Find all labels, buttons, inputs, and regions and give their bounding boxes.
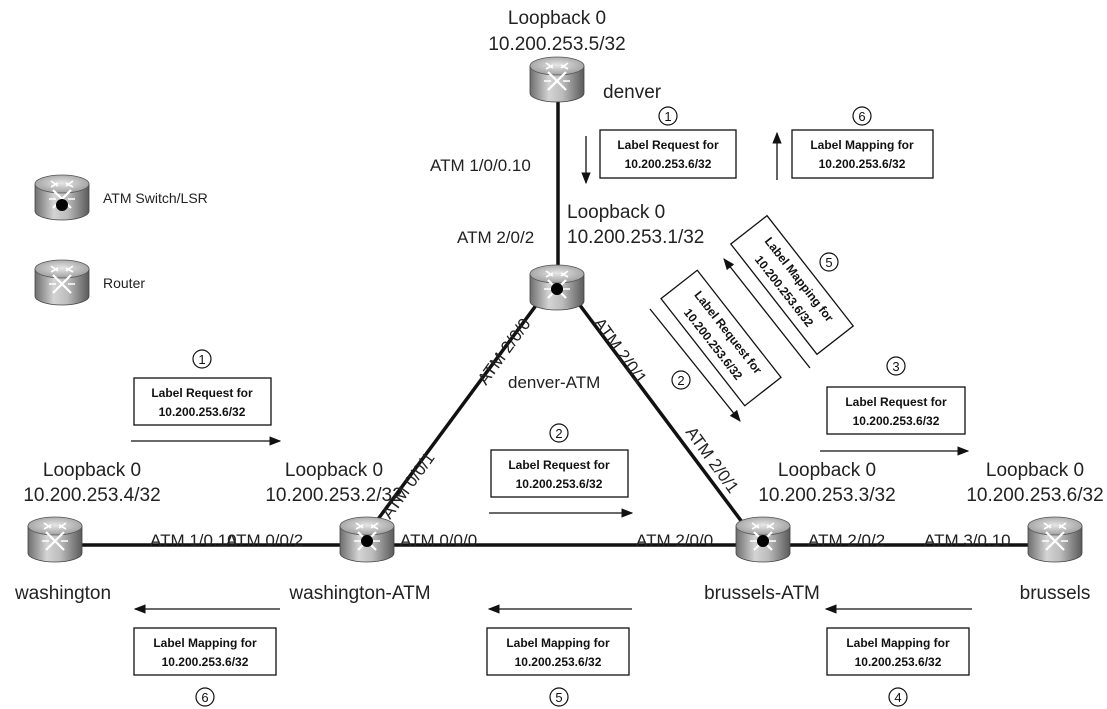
- interface-brussels-atm-right: ATM 2/0/2: [808, 531, 885, 550]
- box-mapping-brussels-atm: Label Mapping for 10.200.253.6/32: [486, 627, 630, 676]
- arrow-mapping-denver-atm: [723, 258, 811, 369]
- step-1-denver: 1: [658, 106, 678, 126]
- step-4-brussels: 4: [888, 687, 908, 707]
- step-4-brussels-text: 4: [894, 690, 901, 705]
- interface-washington-right: ATM 1/0.10: [150, 531, 237, 550]
- washington-atm-atm-switch-icon: [338, 515, 396, 564]
- step-1-denver-text: 1: [664, 109, 671, 124]
- washington-atm-address: 10.200.253.2/32: [265, 485, 402, 506]
- step-6-denver-text: 6: [858, 109, 865, 124]
- brussels-router-icon: [1026, 515, 1084, 564]
- step-1-washington-text: 1: [198, 352, 205, 367]
- box-mapping-denver-line2: 10.200.253.6/32: [819, 157, 906, 171]
- washington-atm-name: washington-ATM: [288, 583, 430, 604]
- box-mapping-denver: Label Mapping for 10.200.253.6/32: [791, 129, 934, 179]
- box-mapping-washington-atm-line1: Label Mapping for: [153, 636, 257, 650]
- box-mapping-brussels-line1: Label Mapping for: [846, 636, 950, 650]
- interface-denver-down: ATM 1/0/0.10: [430, 156, 531, 175]
- box-request-brussels-atm: Label Request for 10.200.253.6/32: [826, 386, 966, 435]
- step-5-brussels-atm: 5: [549, 687, 569, 707]
- box-request-brussels-atm-line2: 10.200.253.6/32: [853, 414, 940, 428]
- box-request-denver: Label Request for 10.200.253.6/32: [599, 129, 737, 179]
- brussels-atm-name: brussels-ATM: [704, 583, 820, 604]
- denver-loopback-label: Loopback 0: [508, 8, 606, 29]
- box-mapping-brussels-atm-line2: 10.200.253.6/32: [515, 655, 602, 669]
- denver-atm-loopback-label: Loopback 0: [567, 202, 665, 223]
- washington-loopback-label: Loopback 0: [43, 460, 141, 481]
- legend-router-label: Router: [103, 275, 145, 291]
- brussels-atm-loopback-label: Loopback 0: [778, 460, 876, 481]
- interface-brussels-left: ATM 3/0.10: [924, 531, 1011, 550]
- washington-name: washington: [14, 583, 111, 604]
- step-5-brussels-atm-text: 5: [555, 690, 562, 705]
- interface-brussels-atm-up: ATM 2/0/1: [682, 423, 743, 497]
- step-5-denver-atm-text: 5: [825, 255, 832, 270]
- denver-name: denver: [603, 82, 662, 103]
- interface-washington-atm-left: ATM 0/0/2: [226, 531, 303, 550]
- denver-atm-name: denver-ATM: [508, 373, 600, 392]
- box-mapping-brussels-atm-line1: Label Mapping for: [506, 636, 610, 650]
- legend-router-icon: [33, 258, 91, 307]
- step-3-brussels-atm-text: 3: [892, 359, 899, 374]
- box-request-washington: Label Request for 10.200.253.6/32: [133, 377, 272, 426]
- box-mapping-washington-atm: Label Mapping for 10.200.253.6/32: [133, 627, 277, 676]
- step-2-denver-atm-text: 2: [677, 373, 684, 388]
- brussels-atm-address: 10.200.253.3/32: [758, 485, 895, 506]
- link-denver-atm-brussels-atm: [574, 298, 750, 532]
- box-request-washington-line2: 10.200.253.6/32: [159, 405, 246, 419]
- interface-brussels-atm-left: ATM 2/0/0: [636, 531, 713, 550]
- box-mapping-denver-atm: Label Mapping for 10.200.253.6/32: [729, 214, 855, 356]
- interface-denver-atm-up: ATM 2/0/2: [457, 228, 534, 247]
- step-6-washington-atm-text: 6: [201, 690, 208, 705]
- box-mapping-denver-line1: Label Mapping for: [810, 138, 914, 152]
- legend-atm-switch-icon: [33, 173, 91, 222]
- step-2-washington-atm: 2: [549, 423, 569, 443]
- step-6-denver: 6: [852, 106, 872, 126]
- denver-atm-address: 10.200.253.1/32: [567, 227, 704, 248]
- washington-atm-loopback-label: Loopback 0: [285, 460, 383, 481]
- washington-address: 10.200.253.4/32: [23, 485, 160, 506]
- step-5-denver-atm: 5: [819, 252, 839, 272]
- box-mapping-brussels: Label Mapping for 10.200.253.6/32: [826, 627, 970, 676]
- step-6-washington-atm: 6: [195, 687, 215, 707]
- brussels-atm-atm-switch-icon: [734, 515, 792, 564]
- denver-address: 10.200.253.5/32: [488, 34, 625, 55]
- box-mapping-brussels-line2: 10.200.253.6/32: [855, 655, 942, 669]
- arrow-request-denver-atm: [649, 308, 741, 422]
- box-request-washington-atm: Label Request for 10.200.253.6/32: [490, 449, 629, 498]
- box-request-brussels-atm-line1: Label Request for: [845, 395, 947, 409]
- denver-router-icon: [528, 55, 586, 104]
- brussels-address: 10.200.253.6/32: [966, 485, 1103, 506]
- link-denver-atm-washington-atm: [368, 298, 542, 532]
- interface-washington-atm-right: ATM 0/0/0: [400, 531, 477, 550]
- legend-atm-switch-label: ATM Switch/LSR: [103, 190, 208, 206]
- box-request-washington-atm-line1: Label Request for: [508, 458, 610, 472]
- washington-router-icon: [26, 515, 84, 564]
- brussels-loopback-label: Loopback 0: [986, 460, 1084, 481]
- legend: ATM Switch/LSR Router: [33, 173, 208, 307]
- box-request-denver-line1: Label Request for: [617, 138, 719, 152]
- router-icons: [26, 55, 1084, 564]
- box-mapping-washington-atm-line2: 10.200.253.6/32: [162, 655, 249, 669]
- box-request-denver-line2: 10.200.253.6/32: [625, 157, 712, 171]
- step-2-washington-atm-text: 2: [555, 426, 562, 441]
- step-1-washington: 1: [192, 349, 212, 369]
- step-3-brussels-atm: 3: [886, 356, 906, 376]
- brussels-name: brussels: [1020, 583, 1091, 604]
- box-request-washington-line1: Label Request for: [151, 386, 253, 400]
- denver-atm-atm-switch-icon: [528, 263, 586, 312]
- step-2-denver-atm: 2: [671, 370, 691, 390]
- box-request-washington-atm-line2: 10.200.253.6/32: [516, 477, 603, 491]
